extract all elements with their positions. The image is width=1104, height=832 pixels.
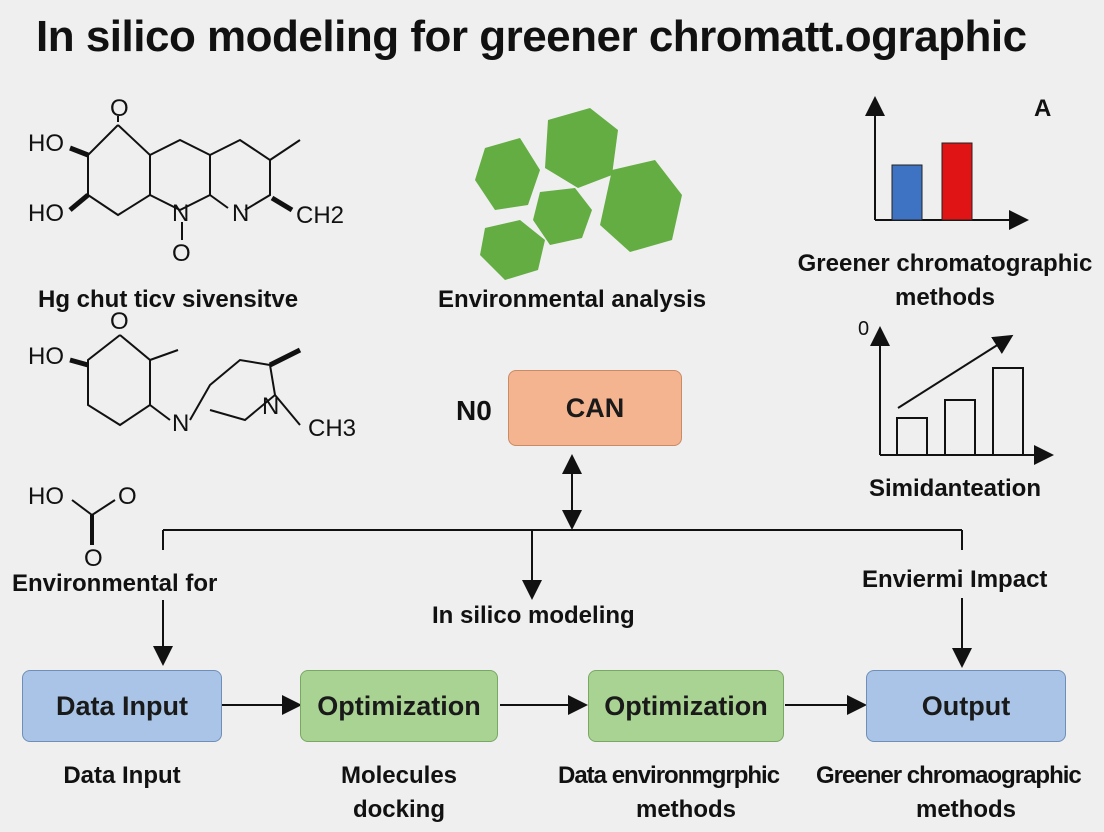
- sim-bar-3: [992, 367, 1024, 456]
- mol3-atom-ho: HO: [28, 483, 64, 510]
- n0-label: N0: [456, 395, 492, 426]
- caption-data-input: Data Input: [63, 762, 181, 789]
- data-input-box: Data Input: [22, 670, 222, 742]
- caption-data-environ: Data environmgrphic: [558, 762, 780, 789]
- optimization-box-1: Optimization: [300, 670, 498, 742]
- caption-methods-4: methods: [915, 796, 1016, 823]
- environmental-analysis-caption: Environmental analysis: [438, 286, 707, 313]
- sim-bar-1: [896, 417, 928, 456]
- caption-methods-3: methods: [635, 796, 736, 823]
- mol1-atom-o-top: O: [110, 95, 129, 122]
- mol1-caption: Hg chut ticv sivensitve: [38, 286, 299, 313]
- bar-chart-a: [865, 96, 1029, 230]
- mol1-atom-n-2: N: [232, 200, 250, 227]
- mol2-atom-ho: HO: [28, 343, 64, 370]
- sim-chart-caption: Simidanteation: [868, 475, 1042, 502]
- bar-red: [941, 142, 973, 221]
- bar-chart-caption-2: methods: [894, 284, 995, 311]
- caption-greener: Greener chromaographic: [816, 762, 1082, 789]
- mol1-atom-ho-1: HO: [28, 130, 64, 157]
- caption-docking: docking: [352, 796, 445, 823]
- mol1-atom-n-1: N: [172, 200, 190, 227]
- sim-bar-2: [944, 399, 976, 456]
- output-box: Output: [866, 670, 1066, 742]
- flow-connectors: [153, 454, 972, 715]
- mol2-atom-o: O: [110, 308, 129, 335]
- mol1-atom-ho-2: HO: [28, 200, 64, 227]
- mol3-caption: Environmental for: [12, 570, 218, 597]
- caption-molecules: Molecules: [340, 762, 458, 789]
- optimization-box-2: Optimization: [588, 670, 784, 742]
- bar-blue: [891, 164, 923, 221]
- molecule-3: [71, 499, 116, 545]
- chart-letter: A: [1034, 95, 1052, 122]
- in-silico-label: In silico modeling: [432, 602, 635, 629]
- page-title: In silico modeling for greener chromatt.…: [36, 12, 1027, 61]
- sim-chart-zero: 0: [858, 318, 870, 340]
- mol3-atom-o-1: O: [118, 483, 137, 510]
- molecule-1: [68, 116, 301, 240]
- mol1-atom-o-bottom: O: [172, 240, 191, 267]
- molecule-2: [69, 334, 302, 427]
- impact-label: Enviermi Impact: [862, 566, 1048, 593]
- green-cells: [475, 108, 682, 280]
- mol3-atom-o-2: O: [84, 545, 103, 572]
- mol1-atom-ch2: CH2: [296, 202, 345, 229]
- simulation-chart: [870, 326, 1054, 465]
- mol2-atom-n-2: N: [262, 393, 280, 420]
- mol2-atom-n-1: N: [172, 410, 190, 437]
- bar-chart-caption-1: Greener chromatographic: [797, 250, 1093, 277]
- mol2-atom-ch3: CH3: [308, 415, 357, 442]
- can-box: CAN: [508, 370, 682, 446]
